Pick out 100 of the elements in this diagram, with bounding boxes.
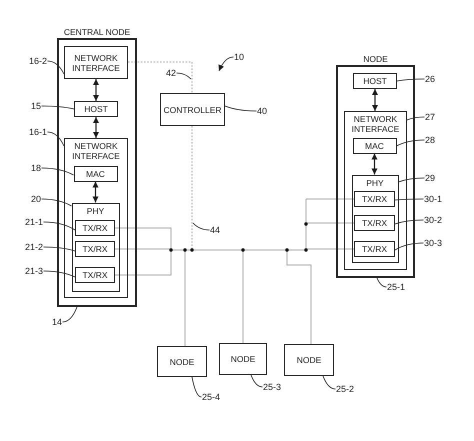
label-text: TX/RX — [82, 244, 108, 254]
reference-numeral: 30-3 — [424, 238, 442, 248]
signal-line — [286, 250, 312, 344]
label-text: CONTROLLER — [163, 104, 222, 114]
leader-line — [47, 132, 64, 146]
reference-numeral: 25-3 — [263, 382, 282, 392]
reference-numeral: 25-4 — [202, 392, 220, 402]
label-text: NETWORK INTERFACE — [350, 114, 400, 134]
reference-numeral: 18 — [31, 163, 42, 173]
leader-line — [43, 270, 76, 278]
leader-line — [322, 376, 336, 390]
component-box — [74, 101, 118, 117]
reference-numeral: 26 — [425, 74, 436, 84]
label-text: TX/RX — [82, 223, 108, 233]
label-text: NODE — [230, 354, 256, 364]
leader-line — [41, 198, 72, 206]
leader-line — [394, 220, 424, 224]
reference-numeral: 27 — [425, 112, 436, 122]
label-text: NODE — [170, 356, 194, 366]
leader-line — [396, 78, 425, 82]
module-box — [344, 111, 407, 270]
reference-numeral: 20 — [31, 194, 42, 204]
reference-numeral: 21-3 — [25, 266, 44, 276]
leader-line — [43, 246, 76, 252]
component-box — [75, 241, 115, 257]
leader-line — [394, 198, 424, 200]
reference-numeral: 29 — [425, 173, 436, 183]
leader-line — [398, 178, 425, 182]
heading-text: CENTRAL NODE — [64, 27, 130, 37]
label-text: TX/RX — [362, 194, 388, 204]
reference-numeral: 16-2 — [29, 56, 48, 66]
leader-line — [41, 106, 74, 110]
module-box — [72, 202, 120, 292]
leader-line — [47, 60, 64, 74]
component-box — [352, 138, 396, 154]
label-text: NODE — [296, 355, 322, 365]
leader-line — [250, 374, 263, 388]
leader-line — [192, 222, 210, 230]
component-box — [64, 46, 128, 79]
reference-numeral: 28 — [425, 135, 436, 145]
leader-line — [192, 376, 202, 398]
reference-numeral: 42 — [166, 68, 176, 78]
reference-numeral: 40 — [257, 106, 268, 116]
label-text: MAC — [365, 140, 384, 150]
double-arrow — [372, 154, 378, 174]
leader-line — [406, 116, 425, 120]
label-text: TX/RX — [82, 270, 108, 280]
reference-numeral: 25-2 — [336, 384, 354, 394]
component-box — [354, 241, 395, 257]
leader-line — [376, 278, 387, 288]
signal-line — [306, 248, 354, 250]
reference-numeral: 10 — [234, 52, 244, 62]
reference-numeral: 21-2 — [25, 242, 44, 252]
component-box — [74, 166, 118, 182]
component-box — [160, 93, 225, 126]
reference-numeral: 30-1 — [424, 194, 442, 204]
leader-line — [43, 222, 76, 230]
component-box — [354, 215, 395, 231]
reference-numeral: 44 — [210, 225, 220, 235]
signal-line — [306, 222, 354, 224]
double-arrow — [372, 89, 378, 111]
signal-line — [184, 250, 186, 346]
component-box — [354, 191, 395, 207]
device-box — [157, 346, 207, 377]
double-arrow — [92, 182, 98, 202]
leader-line — [224, 106, 257, 112]
label-text: TX/RX — [362, 244, 388, 254]
module-box — [64, 138, 128, 298]
double-arrow — [93, 117, 99, 138]
module-box — [352, 174, 398, 262]
double-arrow — [93, 79, 99, 101]
signal-line — [114, 228, 172, 250]
signal-line — [306, 198, 354, 200]
reference-numeral: 30-2 — [424, 215, 442, 225]
leader-line — [41, 168, 74, 176]
reference-numeral: 14 — [52, 317, 62, 327]
leader-line — [62, 306, 78, 322]
label-text: HOST — [363, 76, 387, 86]
reference-numeral: 21-1 — [25, 217, 44, 227]
signal-line — [114, 250, 172, 276]
reference-numeral: 16-1 — [29, 127, 48, 137]
label-text: PHY — [366, 178, 384, 188]
leader-line — [394, 242, 424, 250]
label-text: NETWORK INTERFACE — [71, 141, 121, 161]
device-box — [219, 343, 267, 375]
device-box — [284, 344, 334, 376]
component-box — [75, 220, 115, 236]
dotted-line — [128, 62, 192, 94]
label-text: NETWORK INTERFACE — [71, 52, 121, 72]
leader-line — [176, 72, 192, 80]
component-box — [75, 267, 115, 283]
label-text: PHY — [86, 206, 104, 216]
reference-numeral: 15 — [31, 101, 42, 111]
label-text: HOST — [84, 104, 108, 114]
leader-arrow — [218, 56, 234, 72]
reference-numeral: 25-1 — [387, 282, 406, 292]
component-box — [353, 73, 397, 89]
heading-text: NODE — [363, 54, 388, 64]
label-text: TX/RX — [362, 218, 388, 228]
label-text: MAC — [86, 168, 105, 178]
